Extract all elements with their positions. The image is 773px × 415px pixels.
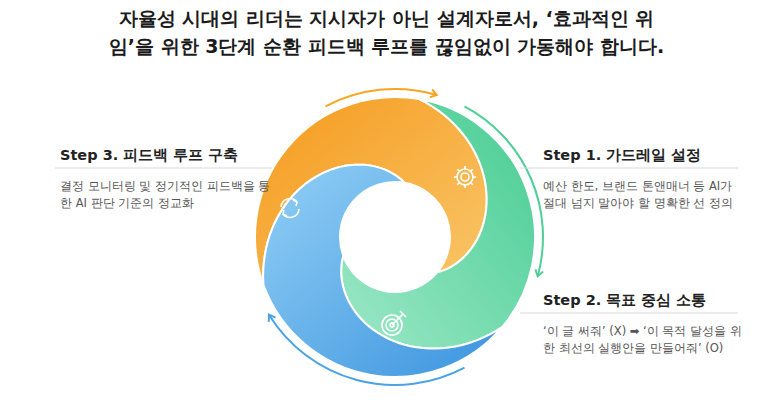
ring-arrows (269, 89, 543, 385)
step-description: 예산 한도, 브랜드 톤앤매너 등 AI가 절대 넘지 말아야 할 명확한 선 … (543, 178, 743, 212)
step-description: ‘이 글 써줘’ (X) ➡ ‘이 목적 달성을 위한 최선의 실행안을 만들어… (543, 323, 748, 357)
ring-arrow (464, 106, 543, 275)
step-heading: Step 3. 피드백 루프 구축 (60, 146, 238, 165)
ring-arrow (269, 315, 464, 385)
swirl-blade (341, 99, 535, 348)
leader-line (520, 313, 738, 314)
title-area: 자율성 시대의 리더는 지시자가 아닌 설계자로서, ‘효과적인 위임’을 위한… (0, 4, 773, 60)
leader-line (520, 168, 738, 169)
diagram-title: 자율성 시대의 리더는 지시자가 아닌 설계자로서, ‘효과적인 위임’을 위한… (27, 4, 747, 60)
leader-line (55, 168, 272, 169)
swirl-blade (263, 165, 502, 377)
refresh-icon (281, 199, 299, 218)
step-heading: Step 1. 가드레일 설정 (543, 146, 701, 165)
step-description: 결정 모니터링 및 정기적인 피드백을 통한 AI 판단 기준의 정교화 (60, 178, 272, 212)
ring-arrow (326, 89, 436, 106)
swirl-blades (255, 97, 535, 377)
target-icon (382, 311, 406, 335)
gear-icon (454, 166, 476, 188)
step-heading: Step 2. 목표 중심 소통 (543, 291, 706, 310)
